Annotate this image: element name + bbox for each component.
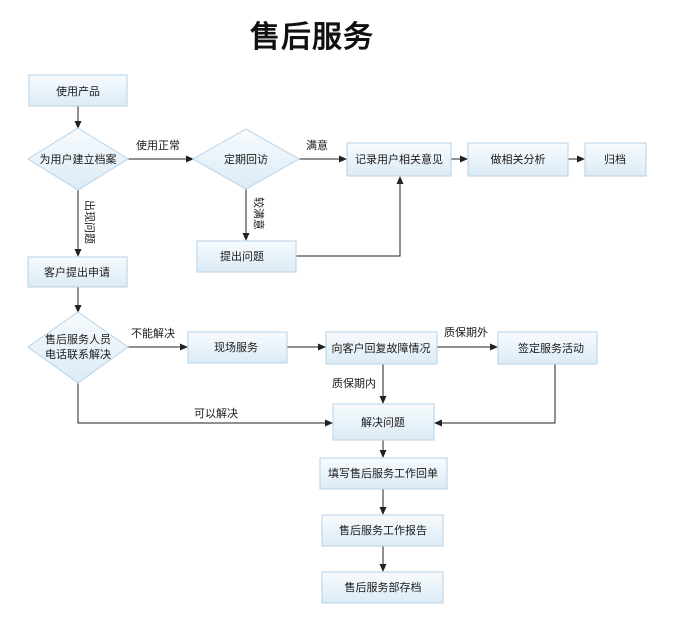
node-customer-request-label: 客户提出申请 [44, 265, 110, 279]
node-create-file: 为用户建立档案 [27, 127, 129, 191]
label-dissatisfied: 较满意 [252, 197, 266, 230]
node-work-report: 售后服务工作报告 [321, 514, 444, 547]
node-onsite-service-label: 现场服务 [214, 340, 258, 354]
node-sign-activity: 签定服务活动 [497, 331, 598, 365]
node-record-opinions-label: 记录用户相关意见 [355, 152, 443, 166]
node-create-file-label: 为用户建立档案 [40, 152, 117, 166]
node-department-archive: 售后服务部存档 [321, 571, 444, 604]
label-normal-use: 使用正常 [136, 139, 180, 152]
edge-labels: 使用正常 满意 较满意 出现问题 不能解决 质保期外 质保期内 可以解决 [83, 138, 488, 420]
node-use-product: 使用产品 [28, 74, 128, 107]
node-reply-fault: 向客户回复故障情况 [325, 331, 438, 365]
node-solve-problem: 解决问题 [332, 403, 435, 441]
node-onsite-service: 现场服务 [187, 331, 288, 364]
label-can-solve: 可以解决 [194, 406, 238, 420]
node-sign-activity-label: 签定服务活动 [518, 341, 584, 355]
node-phone-solve: 售后服务人员 电话联系解决 [27, 311, 129, 384]
edge-phone-to-solve [77, 383, 333, 427]
node-raise-issue-label: 提出问题 [220, 249, 264, 263]
edge-sign-to-solve [434, 364, 556, 427]
node-phone-solve-line1: 售后服务人员 [45, 332, 111, 346]
label-satisfied: 满意 [306, 138, 328, 152]
label-cannot-solve: 不能解决 [131, 326, 175, 340]
node-reply-fault-label: 向客户回复故障情况 [332, 341, 431, 355]
node-regular-visit-label: 定期回访 [224, 152, 268, 166]
page-title: 售后服务 [250, 20, 374, 55]
node-department-archive-label: 售后服务部存档 [345, 580, 422, 594]
label-out-of-warranty: 质保期外 [444, 325, 488, 339]
node-work-report-label: 售后服务工作报告 [339, 523, 427, 537]
node-raise-issue: 提出问题 [196, 240, 297, 273]
node-fill-form-label: 填写售后服务工作回单 [328, 466, 438, 480]
edges [74, 106, 585, 572]
node-analysis: 做相关分析 [467, 142, 569, 177]
node-phone-solve-line2: 电话联系解决 [45, 347, 111, 361]
node-fill-form: 填写售后服务工作回单 [319, 457, 448, 490]
node-archive: 归档 [584, 142, 647, 177]
node-regular-visit: 定期回访 [191, 128, 301, 190]
node-use-product-label: 使用产品 [56, 84, 100, 98]
node-archive-label: 归档 [604, 152, 626, 166]
node-analysis-label: 做相关分析 [491, 152, 546, 166]
label-problem-occurs: 出现问题 [83, 200, 97, 244]
node-customer-request: 客户提出申请 [27, 256, 128, 288]
edge-issue-to-record [296, 176, 404, 257]
node-solve-problem-label: 解决问题 [361, 415, 405, 429]
node-record-opinions: 记录用户相关意见 [346, 142, 452, 177]
label-in-warranty: 质保期内 [332, 376, 376, 390]
